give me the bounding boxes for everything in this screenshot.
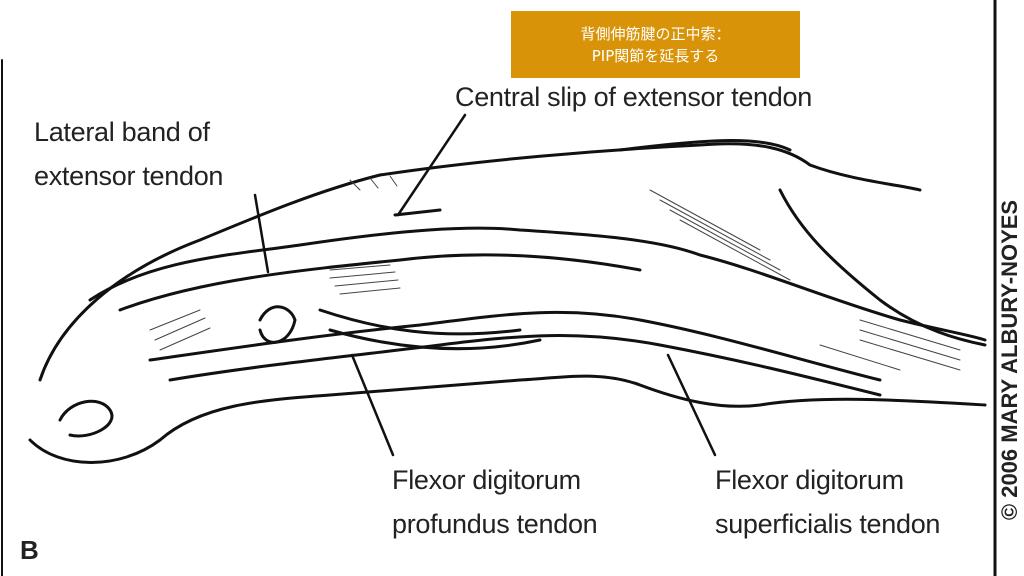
label-fds-line2: superficialis tendon xyxy=(715,509,941,539)
callout-line-2: PIP関節を延長する xyxy=(591,46,720,65)
label-fds-line1: Flexor digitorum xyxy=(715,465,904,495)
label-fdp: Flexor digitorum profundus tendon xyxy=(392,458,598,546)
callout-line-1: 背側伸筋腱の正中索： xyxy=(580,24,731,43)
label-fdp-line1: Flexor digitorum xyxy=(392,465,581,495)
label-lateral-band: Lateral band of extensor tendon xyxy=(34,110,223,198)
label-central-slip: Central slip of extensor tendon xyxy=(455,82,812,112)
label-fds: Flexor digitorum superficialis tendon xyxy=(715,458,940,546)
label-lateral-band-line2: extensor tendon xyxy=(34,161,224,191)
panel-letter: B xyxy=(20,535,39,565)
label-fdp-line2: profundus tendon xyxy=(392,509,598,539)
callout-box: 背側伸筋腱の正中索： PIP関節を延長する xyxy=(511,11,800,78)
label-lateral-band-line1: Lateral band of xyxy=(34,117,210,147)
copyright-credit: © 2006 MARY ALBURY-NOYES xyxy=(997,199,1022,521)
